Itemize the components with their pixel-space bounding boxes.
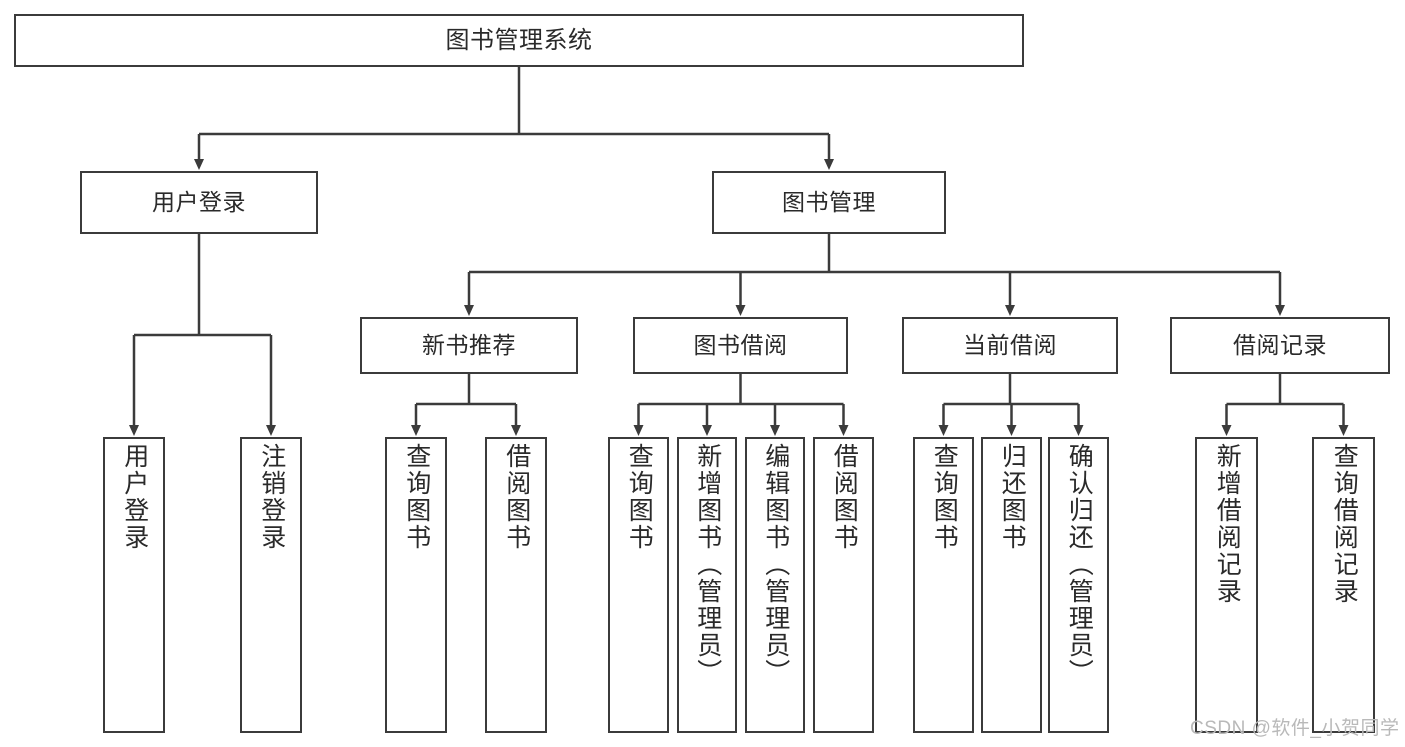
node-label: 当前借阅 [963, 332, 1057, 359]
node-label: 用户登录 [120, 443, 149, 551]
node-label: 查询图书 [625, 443, 654, 551]
node-leaf-logout[interactable]: 注销登录 [240, 437, 302, 733]
node-leaf-borrow-book-recommend[interactable]: 借阅图书 [485, 437, 547, 733]
node-label: 新书推荐 [422, 332, 516, 359]
node-label: 查询借阅记录 [1330, 443, 1359, 605]
node-leaf-add-book-admin[interactable]: 新增图书（管理员） [677, 437, 737, 733]
node-leaf-query-book-current[interactable]: 查询图书 [913, 437, 974, 733]
node-leaf-confirm-return-admin[interactable]: 确认归还（管理员） [1048, 437, 1109, 733]
node-user-login[interactable]: 用户登录 [80, 171, 318, 234]
node-label: 图书管理 [782, 189, 876, 216]
node-label: 归还图书 [998, 443, 1027, 551]
node-leaf-user-login[interactable]: 用户登录 [103, 437, 165, 733]
node-book-management[interactable]: 图书管理 [712, 171, 946, 234]
node-label: 查询图书 [930, 443, 959, 551]
node-label: 图书管理系统 [445, 26, 593, 54]
node-label: 借阅图书 [502, 443, 531, 551]
node-current-borrow[interactable]: 当前借阅 [902, 317, 1118, 374]
node-label: 图书借阅 [693, 332, 788, 359]
node-label: 查询图书 [402, 443, 431, 551]
node-leaf-borrow-book[interactable]: 借阅图书 [813, 437, 874, 733]
node-leaf-query-borrow-record[interactable]: 查询借阅记录 [1312, 437, 1375, 733]
node-leaf-query-book-recommend[interactable]: 查询图书 [385, 437, 447, 733]
node-leaf-edit-book-admin[interactable]: 编辑图书（管理员） [745, 437, 805, 733]
node-label: 借阅图书 [830, 443, 859, 551]
node-label: 确认归还（管理员） [1065, 443, 1094, 686]
node-label: 借阅记录 [1233, 332, 1327, 359]
node-book-borrow[interactable]: 图书借阅 [633, 317, 848, 374]
node-label: 用户登录 [152, 189, 246, 216]
node-root[interactable]: 图书管理系统 [14, 14, 1024, 67]
node-label: 编辑图书（管理员） [761, 443, 790, 686]
csdn-watermark: CSDN @软件_小贺同学 [1190, 718, 1400, 739]
node-label: 新增图书（管理员） [693, 443, 722, 686]
node-borrow-record[interactable]: 借阅记录 [1170, 317, 1390, 374]
node-leaf-add-borrow-record[interactable]: 新增借阅记录 [1195, 437, 1258, 733]
node-new-book-recommend[interactable]: 新书推荐 [360, 317, 578, 374]
node-leaf-query-book-borrow[interactable]: 查询图书 [608, 437, 669, 733]
node-leaf-return-book[interactable]: 归还图书 [981, 437, 1042, 733]
node-label: 注销登录 [257, 443, 286, 551]
node-label: 新增借阅记录 [1213, 443, 1242, 605]
